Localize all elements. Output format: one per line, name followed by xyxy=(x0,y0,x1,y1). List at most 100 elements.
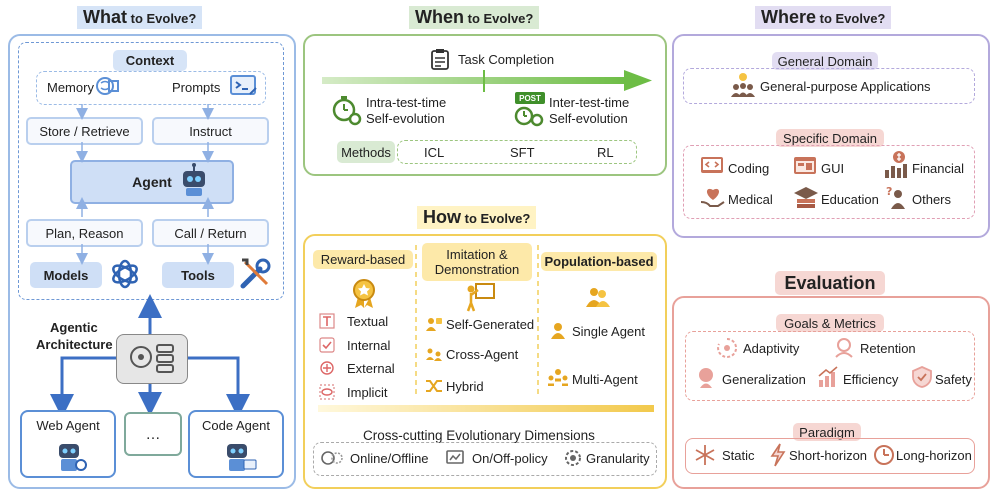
when-title-main: When xyxy=(415,7,464,27)
hybrid-icon xyxy=(425,378,443,394)
context-frame xyxy=(36,71,266,105)
imitation-header: Imitation & Demonstration xyxy=(422,243,532,281)
stopwatch-gear-icon xyxy=(330,94,362,126)
multi-agent-label: Multi-Agent xyxy=(572,372,638,387)
paradigm-frame xyxy=(685,438,975,474)
general-apps-label: General-purpose Applications xyxy=(760,79,931,94)
coding-label: Coding xyxy=(728,161,770,176)
clipboard-icon xyxy=(430,48,450,70)
population-header: Population-based xyxy=(541,252,657,271)
methods-label: Methods xyxy=(337,141,395,163)
models-logo-icon xyxy=(108,257,142,291)
retention-label: Retention xyxy=(860,341,916,356)
instruct-box: Instruct xyxy=(152,117,269,145)
intra-label-1: Intra-test-time xyxy=(366,95,447,110)
medal-icon xyxy=(350,277,378,309)
agent-box: Agent xyxy=(70,160,234,204)
context-label: Context xyxy=(113,50,187,71)
granularity-icon xyxy=(563,448,583,468)
static-label: Static xyxy=(722,448,755,463)
agentic-architecture-label-2: Architecture xyxy=(36,337,113,352)
task-completion-label: Task Completion xyxy=(458,52,555,67)
svg-text:?: ? xyxy=(886,185,892,198)
adaptivity-icon xyxy=(716,337,738,359)
long-horizon-label: Long-horizon xyxy=(896,448,972,463)
generalization-icon xyxy=(694,366,718,390)
teacher-board-icon xyxy=(464,281,496,313)
timeline-arrow xyxy=(322,70,652,92)
policy-icon xyxy=(446,449,468,467)
prompts-label: Prompts xyxy=(172,80,221,95)
what-arrows xyxy=(50,104,250,418)
terminal-icon xyxy=(230,74,258,98)
evaluation-title: Evaluation xyxy=(775,271,885,295)
tools-box: Tools xyxy=(162,262,234,288)
textual-label: Textual xyxy=(347,314,389,329)
efficiency-label: Efficiency xyxy=(843,372,899,387)
models-box: Models xyxy=(30,262,102,288)
method-rl: RL xyxy=(597,145,614,160)
external-icon xyxy=(319,360,335,376)
safety-shield-icon xyxy=(911,366,933,388)
code-agent-label: Code Agent xyxy=(202,418,270,433)
retention-icon xyxy=(833,337,855,359)
method-icl: ICL xyxy=(424,145,445,160)
architecture-icon xyxy=(116,334,188,384)
medical-icon xyxy=(700,184,726,210)
hybrid-label: Hybrid xyxy=(446,379,484,394)
what-title-suffix: to Evolve? xyxy=(127,11,197,26)
short-horizon-icon xyxy=(769,443,787,467)
how-panel xyxy=(303,234,667,489)
goals-metrics-label: Goals & Metrics xyxy=(776,314,884,332)
textual-icon xyxy=(319,313,335,329)
others-icon: ? xyxy=(883,184,909,210)
how-title: How to Evolve? xyxy=(417,206,537,229)
internal-label: Internal xyxy=(347,338,391,353)
what-title-main: What xyxy=(83,7,127,27)
single-agent-label: Single Agent xyxy=(572,324,646,339)
imitation-header-1: Imitation & xyxy=(446,247,508,262)
granularity-label: Granularity xyxy=(586,451,650,466)
specific-domain-frame xyxy=(683,145,975,219)
online-offline-label: Online/Offline xyxy=(350,451,429,466)
on-off-policy-label: On/Off-policy xyxy=(472,451,548,466)
implicit-label: Implicit xyxy=(347,385,388,400)
web-robot-icon xyxy=(52,440,88,474)
population-icon xyxy=(586,286,610,308)
imitation-header-2: Demonstration xyxy=(434,262,520,277)
reward-based-header: Reward-based xyxy=(313,250,413,269)
intra-label-2: Self-evolution xyxy=(366,111,445,126)
brain-chip-icon xyxy=(95,73,121,99)
cross-cutting-label: Cross-cutting Evolutionary Dimensions xyxy=(363,428,595,443)
self-generated-label: Self-Generated xyxy=(446,317,535,332)
where-title-main: Where xyxy=(761,7,817,27)
safety-label: Safety xyxy=(935,372,972,387)
web-agent-label: Web Agent xyxy=(36,418,100,433)
when-panel xyxy=(303,34,667,176)
financial-icon xyxy=(883,150,909,178)
cross-agent-icon xyxy=(425,346,443,362)
wrench-screwdriver-icon xyxy=(238,257,272,291)
multi-agent-icon xyxy=(547,368,569,386)
where-panel xyxy=(672,34,990,238)
inter-label-2: Self-evolution xyxy=(549,111,628,126)
memory-label: Memory xyxy=(47,80,94,95)
inter-label-1: Inter-test-time xyxy=(549,95,630,110)
when-title: When to Evolve? xyxy=(409,6,540,29)
cross-cutting-frame xyxy=(313,442,657,476)
what-title: What to Evolve? xyxy=(77,6,203,29)
adaptivity-label: Adaptivity xyxy=(743,341,800,356)
robot-icon xyxy=(176,162,212,198)
efficiency-icon xyxy=(817,366,839,388)
call-return-box: Call / Return xyxy=(152,219,269,247)
medical-label: Medical xyxy=(728,192,773,207)
method-sft: SFT xyxy=(510,145,535,160)
short-horizon-label: Short-horizon xyxy=(789,448,868,463)
when-title-suffix: to Evolve? xyxy=(464,11,534,26)
self-generated-icon xyxy=(425,316,443,332)
online-offline-icon xyxy=(321,449,343,467)
agentic-architecture-label-1: Agentic xyxy=(50,320,98,335)
external-label: External xyxy=(347,361,395,376)
cross-agent-label: Cross-Agent xyxy=(446,347,519,362)
people-bulb-icon xyxy=(730,72,756,98)
